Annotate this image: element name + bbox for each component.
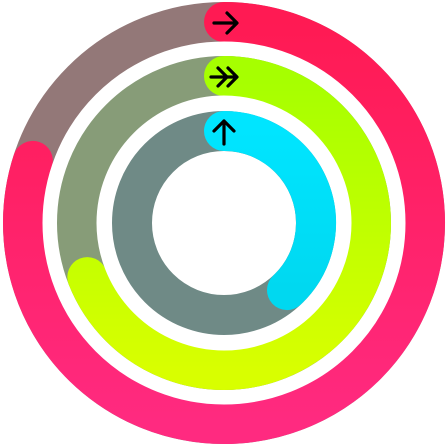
stand-ring — [112, 111, 336, 335]
arrow-right-icon — [212, 11, 239, 35]
arrow-up-icon — [212, 119, 236, 146]
exercise-ring-separator — [96, 95, 352, 351]
exercise-ring-progress — [67, 56, 391, 390]
move-ring-separator — [42, 41, 406, 405]
move-ring-progress — [3, 2, 445, 444]
move-ring — [3, 2, 445, 444]
stand-ring-progress — [204, 111, 336, 311]
center-hole — [156, 155, 292, 291]
double-arrow-right-icon — [209, 66, 239, 88]
exercise-ring — [57, 56, 391, 390]
